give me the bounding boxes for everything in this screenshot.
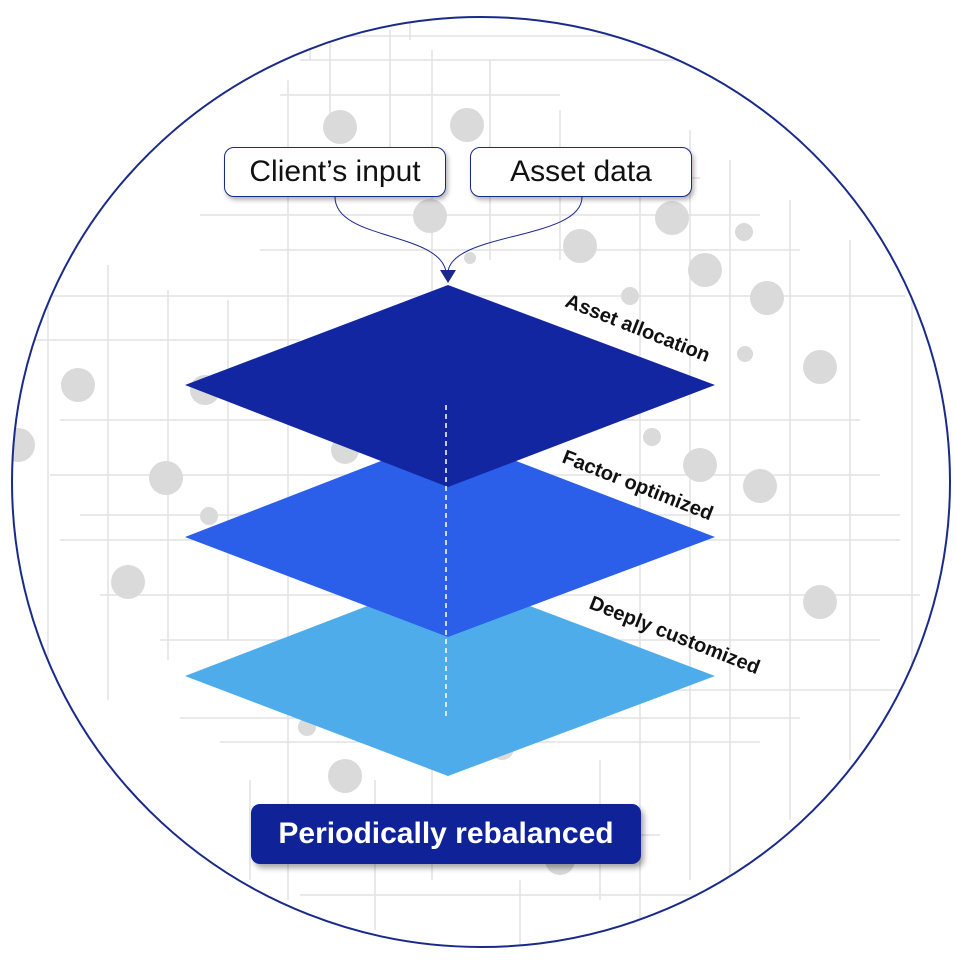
background-dot <box>735 223 753 241</box>
connector-asset-data <box>447 196 583 273</box>
connector-client-input <box>334 196 447 273</box>
periodically-rebalanced-banner: Periodically rebalanced <box>251 804 641 864</box>
background-dot <box>803 350 837 384</box>
background-dot <box>111 565 145 599</box>
background-dot <box>563 229 597 263</box>
background-dot <box>464 252 476 264</box>
background-dot <box>750 281 784 315</box>
background-dot <box>643 428 661 446</box>
background-dot <box>683 448 717 482</box>
connector-arrow-icon <box>440 270 456 283</box>
background-dot <box>688 253 722 287</box>
background-dot <box>737 346 753 362</box>
background-dot <box>413 199 447 233</box>
background-dot <box>200 507 218 525</box>
asset-data-box: Asset data <box>470 147 692 197</box>
background-dot <box>323 110 357 144</box>
layer-deeply-customized <box>185 575 715 776</box>
background-dot <box>803 585 837 619</box>
enclosing-circle <box>11 16 951 948</box>
background-dot <box>149 461 183 495</box>
background-dot <box>61 368 95 402</box>
layer-factor-optimized <box>185 435 715 637</box>
background-dot <box>12 428 35 462</box>
background-dot <box>621 287 639 305</box>
background-dot <box>655 201 689 235</box>
input-connectors <box>334 196 583 273</box>
layer-asset-allocation <box>185 285 715 487</box>
background-dot <box>328 759 362 793</box>
client-input-box: Client’s input <box>224 147 446 197</box>
background-dot <box>450 108 484 142</box>
background-dot <box>743 469 777 503</box>
